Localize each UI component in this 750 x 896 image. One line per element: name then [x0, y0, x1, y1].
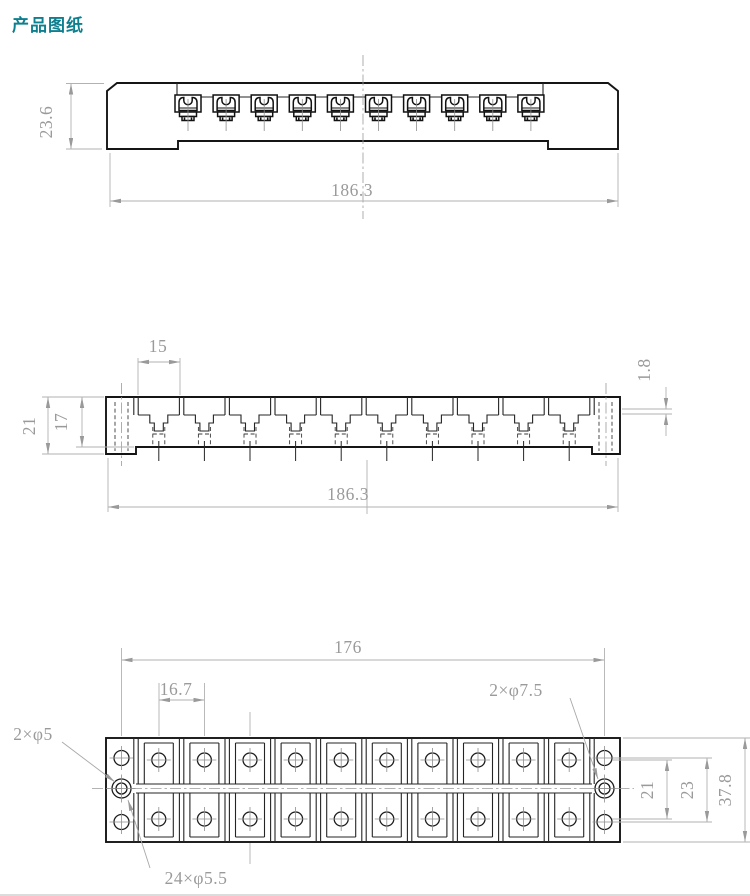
terminal-cell	[326, 742, 357, 838]
plan-view: 176 16.7 2×φ7.5 2×φ5 24×φ5.5 21 23	[13, 637, 750, 888]
dim-section-body-height: 17	[51, 413, 71, 432]
section-cell	[365, 414, 408, 462]
dim-plan-pole-pitch: 16.7	[160, 679, 193, 699]
terminal-cell	[371, 742, 402, 838]
terminal-cell	[462, 742, 494, 838]
section-cell	[502, 414, 545, 462]
label-terminal-holes: 24×φ5.5	[165, 868, 228, 888]
section-view-dimensions: 15 21 17 1.8 186.3	[19, 336, 672, 514]
page-title: 产品图纸	[12, 16, 84, 35]
screw-terminal	[364, 94, 393, 132]
plan-view-dimensions: 176 16.7 2×φ7.5 2×φ5 24×φ5.5 21 23	[13, 637, 750, 888]
dim-section-step: 1.8	[634, 358, 654, 381]
dim-section-end-height: 21	[19, 417, 39, 436]
dim-section-length: 186.3	[327, 484, 369, 504]
dim-front-length: 186.3	[331, 180, 373, 200]
screw-terminal	[288, 94, 317, 132]
terminal-cell	[189, 742, 220, 838]
dim-plan-mounting-span: 176	[334, 637, 362, 657]
terminal-cell	[554, 742, 585, 838]
terminal-cell	[280, 742, 311, 838]
screw-terminal	[517, 94, 545, 132]
terminal-cell	[143, 742, 174, 838]
screw-terminal	[250, 94, 279, 132]
section-cell	[456, 414, 500, 462]
terminal-cell	[417, 742, 448, 838]
bottom-divider	[0, 894, 750, 896]
mounting-end-left	[106, 745, 137, 835]
section-cell	[274, 414, 317, 462]
section-view: 15 21 17 1.8 186.3	[19, 336, 672, 514]
screw-terminal	[326, 94, 355, 132]
section-cell	[548, 414, 591, 462]
terminal-cell	[508, 742, 539, 838]
dim-plan-row-pitch: 21	[637, 781, 657, 800]
section-cell	[228, 414, 272, 462]
plan-view-cells	[143, 742, 585, 838]
section-view-cells	[137, 414, 591, 462]
section-view-right-end	[598, 383, 613, 466]
dim-plan-end-hole-span: 23	[677, 781, 697, 800]
screw-terminal	[478, 94, 507, 132]
section-cell	[137, 414, 180, 462]
section-view-walls	[133, 396, 595, 416]
screw-terminal	[174, 94, 202, 132]
front-view: 23.6 186.3	[36, 55, 619, 219]
section-cell	[411, 414, 454, 462]
dim-plan-overall-width: 37.8	[715, 774, 735, 807]
screw-terminal	[402, 94, 431, 132]
screw-terminal	[440, 94, 469, 132]
dim-front-height: 23.6	[36, 106, 56, 139]
front-view-screws	[174, 94, 545, 132]
label-mount-holes-large: 2×φ7.5	[489, 680, 543, 700]
section-cell	[183, 414, 226, 462]
dim-section-slot-width: 15	[149, 336, 168, 356]
terminal-cell	[234, 742, 266, 838]
front-view-dimensions: 23.6 186.3	[36, 83, 619, 207]
label-mount-holes-small: 2×φ5	[13, 724, 52, 744]
screw-terminal	[212, 94, 240, 132]
section-view-left-end	[114, 383, 129, 466]
section-cell	[320, 414, 363, 462]
plan-view-strip	[92, 783, 634, 794]
